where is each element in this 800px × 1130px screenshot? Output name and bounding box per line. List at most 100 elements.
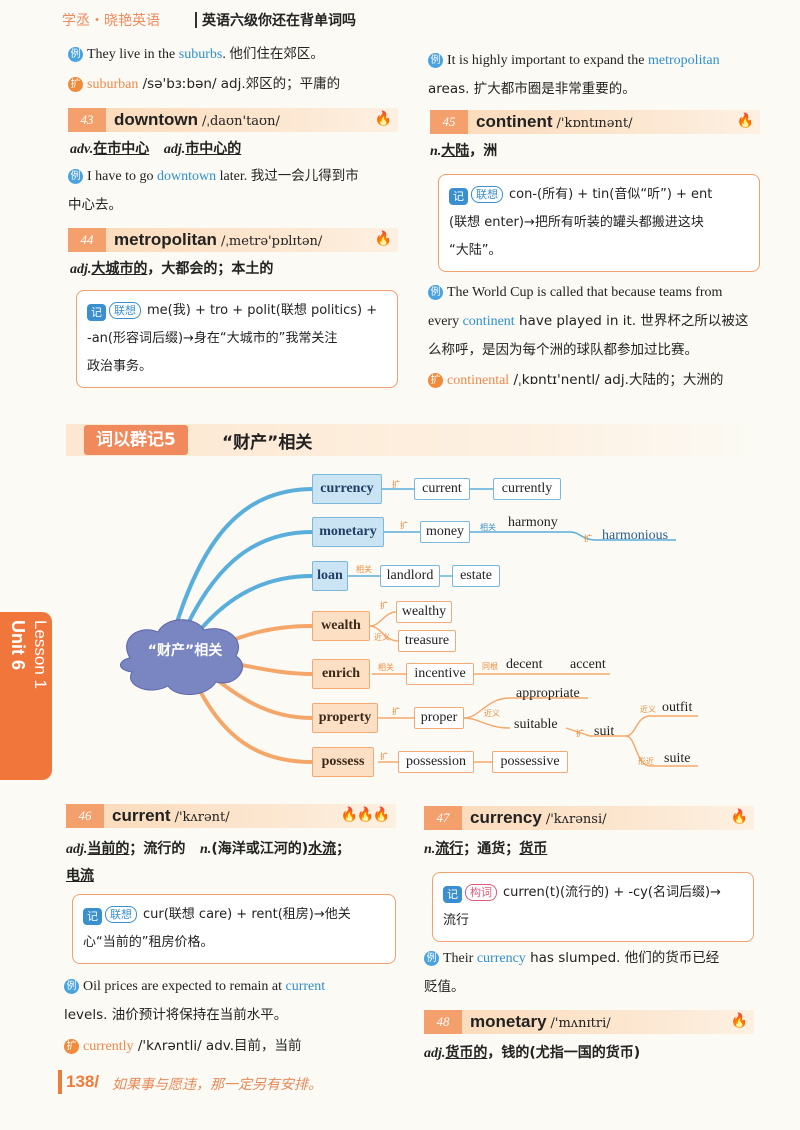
mindmap-node-enrich: enrich (312, 659, 370, 689)
relation-label: 扩 (392, 480, 400, 489)
mindmap-leaf: treasure (398, 630, 456, 652)
center-cloud (120, 619, 243, 695)
example-icon: 例 (428, 53, 443, 68)
mindmap-leaf: outfit (662, 700, 693, 715)
mindmap-connectors (120, 487, 698, 767)
headword: downtown (114, 110, 199, 129)
header-book-title: 英语六级你还在背单词吗 (202, 13, 356, 29)
headword: metropolitan (114, 230, 217, 249)
mindmap-center: “财产”相关 (147, 643, 223, 659)
word-number: 43 (68, 108, 106, 132)
word-number: 44 (68, 228, 106, 252)
section-label: 词以群记5 (84, 425, 188, 455)
header-divider (195, 12, 197, 28)
word-entry-header: 43 downtown/ˌdaʊn'taʊn/ 🔥 (68, 108, 398, 132)
phonetic: /'kʌrənsi/ (545, 812, 607, 827)
side-tab-lesson: Lesson 1 (31, 620, 50, 689)
mindmap-node-possess: possess (312, 747, 374, 777)
mindmap-leaf: suit (594, 724, 615, 739)
flame-icon: 🔥 (356, 807, 374, 823)
word-entry-header: 47 currency/'kʌrənsi/ 🔥 (424, 806, 754, 830)
word-entry-header: 46 current/'kʌrənt/ 🔥 🔥 🔥 (66, 804, 396, 828)
mindmap-node-loan: loan (312, 561, 348, 591)
relation-label: 扩 (380, 752, 388, 761)
mindmap-leaf: accent (570, 657, 606, 672)
definition-line: adv.在市中心 adj.市中心的 (70, 141, 242, 157)
example-icon: 例 (428, 285, 443, 300)
memo-tag: 构词 (465, 884, 497, 901)
header-brand: 学丞・晓艳英语 (62, 13, 160, 29)
extension-icon: 扩 (68, 77, 83, 92)
relation-label: 同根 (482, 662, 498, 671)
example-icon: 例 (68, 169, 83, 184)
mindmap-leaf: appropriate (516, 686, 580, 701)
headword: currency (470, 808, 542, 827)
mindmap-leaf: current (414, 478, 470, 500)
relation-label: 扩 (584, 534, 592, 543)
mindmap-leaf: decent (506, 657, 543, 672)
example-icon: 例 (68, 47, 83, 62)
relation-label: 扩 (392, 707, 400, 716)
flame-icon: 🔥 (374, 111, 392, 127)
memo-tag: 联想 (109, 302, 141, 319)
mindmap-leaf: harmonious (602, 528, 669, 543)
flame-icon: 🔥 (340, 807, 358, 823)
mindmap-leaf: harmony (508, 515, 558, 530)
mindmap-node-monetary: monetary (312, 517, 384, 547)
mindmap-node-wealth: wealth (312, 611, 370, 641)
phonetic: /'kʌrənt/ (174, 810, 230, 825)
memo-icon: 记 (87, 304, 106, 321)
unit-side-tab (0, 612, 52, 780)
flame-icon: 🔥 (372, 807, 390, 823)
relation-label: 扩 (400, 521, 408, 530)
definition-line: adj.货币的，钱的(尤指一国的货币) (424, 1045, 641, 1061)
definition-line: adj.当前的；流行的 n.(海洋或江河的)水流； 电流 (66, 841, 351, 884)
flame-icon: 🔥 (730, 1013, 748, 1029)
mindmap-leaf: possessive (492, 751, 568, 773)
phonetic: /ˌmetrə'pɒlɪtən/ (220, 234, 323, 249)
definition-line: n.流行；通货；货币 (424, 841, 548, 857)
relation-label: 相关 (378, 663, 394, 672)
flame-icon: 🔥 (736, 113, 754, 129)
memo-tag: 联想 (105, 906, 137, 923)
word-number: 47 (424, 806, 462, 830)
phonetic: /'kɒntɪnənt/ (556, 116, 633, 131)
mindmap-leaf: money (420, 521, 470, 543)
footer-marker (58, 1070, 62, 1094)
relation-label: 近义 (640, 705, 656, 714)
relation-label: 相关 (356, 565, 372, 574)
definition-line: adj.大城市的，大都会的；本土的 (70, 261, 274, 277)
mindmap-leaf: proper (414, 707, 464, 729)
relation-label: 相关 (480, 523, 496, 532)
side-tab-unit: Unit 6 (8, 620, 28, 671)
headword: continent (476, 112, 553, 131)
flame-icon: 🔥 (374, 231, 392, 247)
footer-motto: 如果事与愿违，那一定另有安排。 (112, 1077, 322, 1093)
relation-label: 近义 (374, 633, 390, 642)
word-entry-header: 48 monetary/'mʌnɪtri/ 🔥 (424, 1010, 754, 1034)
mindmap-leaf: possession (398, 751, 474, 773)
headword: monetary (470, 1012, 547, 1031)
mindmap-leaf: suitable (514, 717, 558, 732)
relation-label: 近义 (484, 709, 500, 718)
section-title: “财产”相关 (222, 433, 313, 453)
memo-icon: 记 (443, 886, 462, 903)
phonetic: /'mʌnɪtri/ (550, 1016, 611, 1031)
mindmap-node-property: property (312, 703, 378, 733)
mindmap-node-currency: currency (312, 474, 382, 504)
mindmap-leaf: landlord (380, 565, 440, 587)
phonetic: /ˌdaʊn'taʊn/ (202, 114, 280, 129)
example-icon: 例 (424, 951, 439, 966)
